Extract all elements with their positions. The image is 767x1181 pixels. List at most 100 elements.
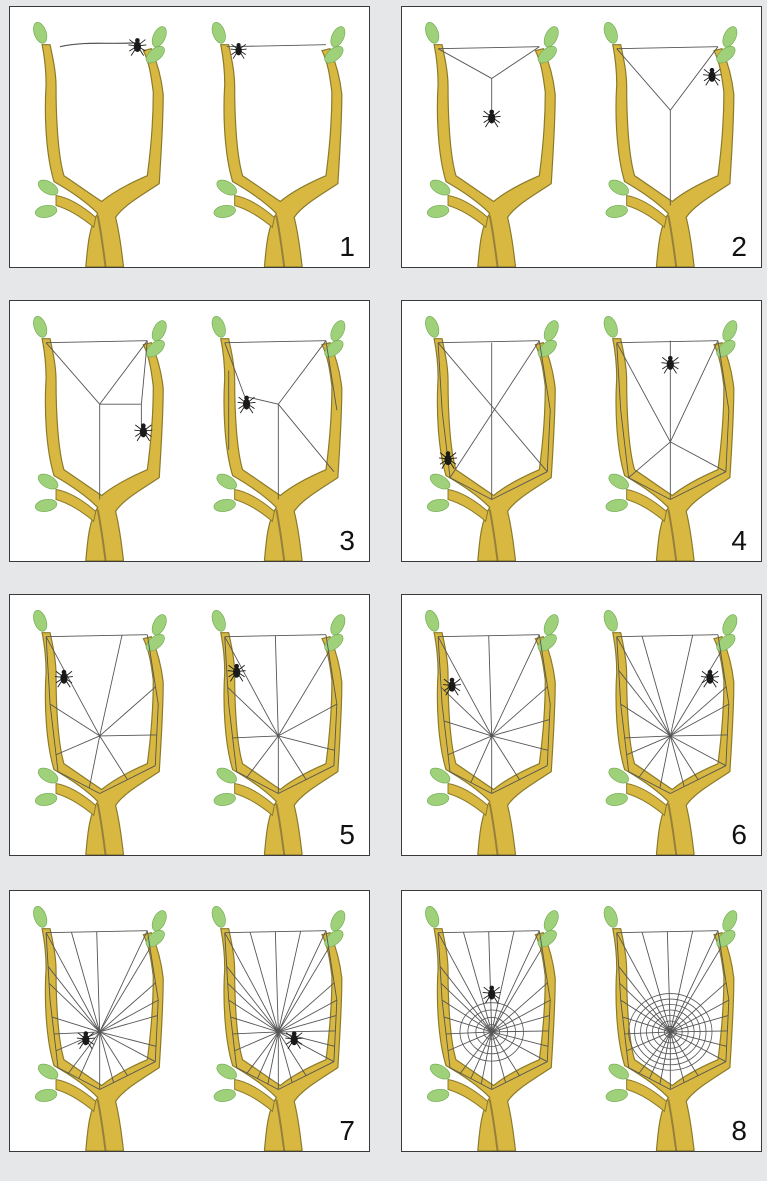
web-thread — [233, 1032, 279, 1034]
stage-illustration — [10, 301, 369, 561]
leaf-icon — [213, 498, 237, 514]
leaf-icon — [426, 1088, 450, 1104]
web-thread — [639, 736, 670, 777]
leaf-icon — [328, 908, 348, 933]
web-thread — [278, 1000, 337, 1032]
spider-icon — [231, 43, 247, 59]
web-thread — [629, 442, 671, 478]
leaf-icon — [720, 24, 740, 49]
leaf-icon — [209, 905, 228, 930]
web-thread — [100, 931, 148, 1032]
spider-icon — [77, 1031, 95, 1049]
leaf-icon — [149, 24, 169, 49]
leaf-icon — [423, 905, 442, 930]
tree-branch-icon — [221, 929, 342, 1151]
web-thread — [627, 736, 671, 755]
leaf-icon — [426, 498, 450, 514]
tree-web-drawing — [31, 609, 169, 855]
web-thread — [278, 736, 306, 780]
web-thread — [625, 1032, 671, 1034]
web-thread — [275, 636, 278, 736]
web-thread — [670, 736, 684, 787]
web-thread — [492, 635, 540, 736]
web-thread — [89, 736, 99, 788]
tree-web-drawing — [601, 315, 739, 561]
leaf-icon — [34, 204, 58, 220]
spider-icon — [238, 396, 256, 414]
stage-illustration — [10, 7, 369, 267]
web-thread — [617, 47, 718, 49]
web-thread — [617, 341, 718, 343]
tree-web-drawing — [31, 315, 169, 561]
stage-panel-8: 8 — [401, 890, 762, 1152]
web-thread — [660, 736, 670, 788]
web-thread — [278, 983, 334, 1032]
web-thread — [670, 341, 718, 442]
web-thread — [227, 45, 326, 47]
stage-number: 4 — [731, 527, 747, 555]
leaf-icon — [605, 498, 629, 514]
web-thread — [471, 736, 492, 783]
tree-branch-icon — [42, 45, 163, 267]
web-thread — [670, 635, 692, 736]
tree-branch-icon — [434, 45, 555, 267]
tree-branch-icon — [221, 45, 342, 267]
leaf-icon — [605, 204, 629, 220]
spider-icon — [703, 68, 721, 86]
web-thread — [100, 1000, 159, 1032]
web-thread — [492, 931, 514, 1032]
web-thread — [670, 704, 729, 736]
web-thread — [492, 687, 548, 736]
stage-illustration — [10, 595, 369, 855]
tree-branch-icon — [42, 633, 163, 855]
web-thread — [489, 636, 492, 736]
stage-illustration — [402, 891, 761, 1151]
tree-branch-icon — [613, 633, 734, 855]
spider-icon — [483, 110, 501, 128]
web-thread — [492, 1000, 551, 1032]
stage-panel-2: 2 — [401, 6, 762, 268]
leaf-icon — [426, 792, 450, 808]
web-thread — [278, 341, 326, 405]
tree-branch-icon — [221, 339, 342, 561]
tree-web-drawing — [31, 905, 169, 1151]
web-thread — [278, 652, 328, 736]
leaf-icon — [605, 1088, 629, 1104]
web-thread — [448, 736, 492, 755]
tree-web-drawing — [209, 609, 347, 855]
web-thread — [667, 932, 670, 1032]
web-thread — [670, 687, 726, 736]
leaf-icon — [328, 612, 348, 637]
leaf-icon — [541, 612, 561, 637]
web-thread — [278, 704, 337, 736]
tree-web-drawing — [601, 609, 739, 855]
web-thread — [492, 983, 548, 1032]
tree-branch-icon — [613, 339, 734, 561]
web-thread — [71, 932, 99, 1032]
leaf-icon — [213, 1088, 237, 1104]
leaf-icon — [423, 315, 442, 340]
web-thread — [225, 341, 326, 343]
tree-web-drawing — [209, 905, 347, 1151]
web-thread — [492, 736, 548, 750]
leaf-icon — [541, 908, 561, 933]
web-thread — [60, 43, 135, 47]
leaf-icon — [426, 204, 450, 220]
leaf-icon — [31, 905, 50, 930]
web-thread — [492, 47, 540, 79]
web-thread — [97, 932, 100, 1032]
stage-panel-4: 4 — [401, 300, 762, 562]
leaf-icon — [31, 609, 50, 634]
leaf-icon — [213, 204, 237, 220]
leaf-icon — [34, 1088, 58, 1104]
web-thread — [100, 983, 156, 1032]
leaf-icon — [605, 792, 629, 808]
leaf-icon — [720, 612, 740, 637]
web-thread — [247, 736, 278, 777]
web-thread — [275, 932, 278, 1032]
web-thread — [670, 1031, 727, 1032]
web-thread — [56, 736, 100, 755]
web-thread — [141, 341, 147, 405]
web-thread — [100, 687, 156, 736]
spider-icon — [701, 670, 719, 688]
